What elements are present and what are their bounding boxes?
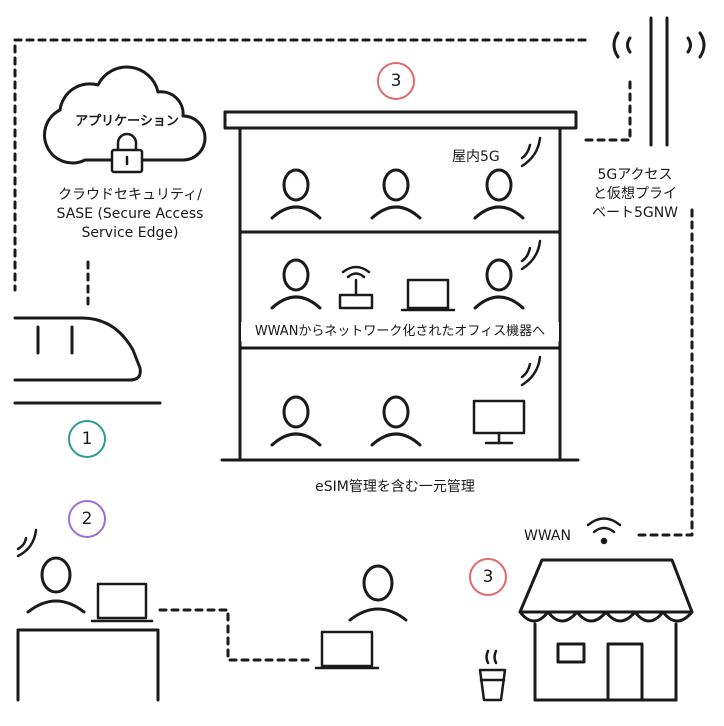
wwan-label: WWAN (524, 528, 571, 544)
esim-management-label: eSIM管理を含む一元管理 (315, 479, 475, 495)
dashed-line-tower-to-shop (636, 208, 694, 537)
shop-icon (518, 558, 694, 702)
person-icon (270, 168, 322, 220)
private-5g-label: 5Gアクセス と仮想プライ ベート5GNW (591, 167, 679, 221)
coffee-cup-icon (478, 649, 507, 702)
badge-1: 1 (68, 420, 106, 458)
laptop-icon (90, 582, 154, 623)
badge-3-shop: 3 (469, 558, 507, 596)
signal-icons (520, 136, 542, 387)
dashed-line-laptops (158, 608, 314, 662)
wifi-icon (586, 517, 622, 545)
building-icon (220, 110, 580, 462)
person-icon (473, 258, 525, 310)
badge-3-building: 3 (377, 62, 415, 100)
indoor-5g-label: 屋内5G (452, 149, 500, 165)
person-icon (270, 258, 322, 310)
router-icon (338, 265, 374, 310)
worker-signal-icon (16, 528, 38, 558)
cloud-security-label: クラウドセキュリティ/ SASE (Secure Access Service … (56, 187, 204, 241)
person-icon (370, 395, 422, 447)
laptop-icon (400, 278, 456, 312)
cell-tower-icon (612, 16, 706, 147)
building-people-icons (270, 168, 525, 447)
application-label: アプリケーション (75, 114, 179, 129)
cloud-icon (43, 65, 207, 165)
desk-icon (16, 628, 160, 702)
person-icon (270, 395, 322, 447)
laptop-icon (314, 630, 380, 670)
train-icon (13, 316, 162, 405)
person-icon (370, 168, 422, 220)
office-devices-label: WWANからネットワーク化されたオフィス機器へ (241, 322, 559, 341)
lock-icon (110, 132, 144, 174)
person-icon (348, 564, 408, 622)
person-icon (26, 556, 86, 614)
monitor-icon (472, 399, 526, 445)
dashed-connections (13, 38, 694, 662)
dashed-line-tower-to-train (13, 38, 587, 292)
person-icon (473, 168, 525, 220)
dashed-line-tower-to-building (578, 80, 632, 142)
badge-2: 2 (68, 500, 106, 538)
